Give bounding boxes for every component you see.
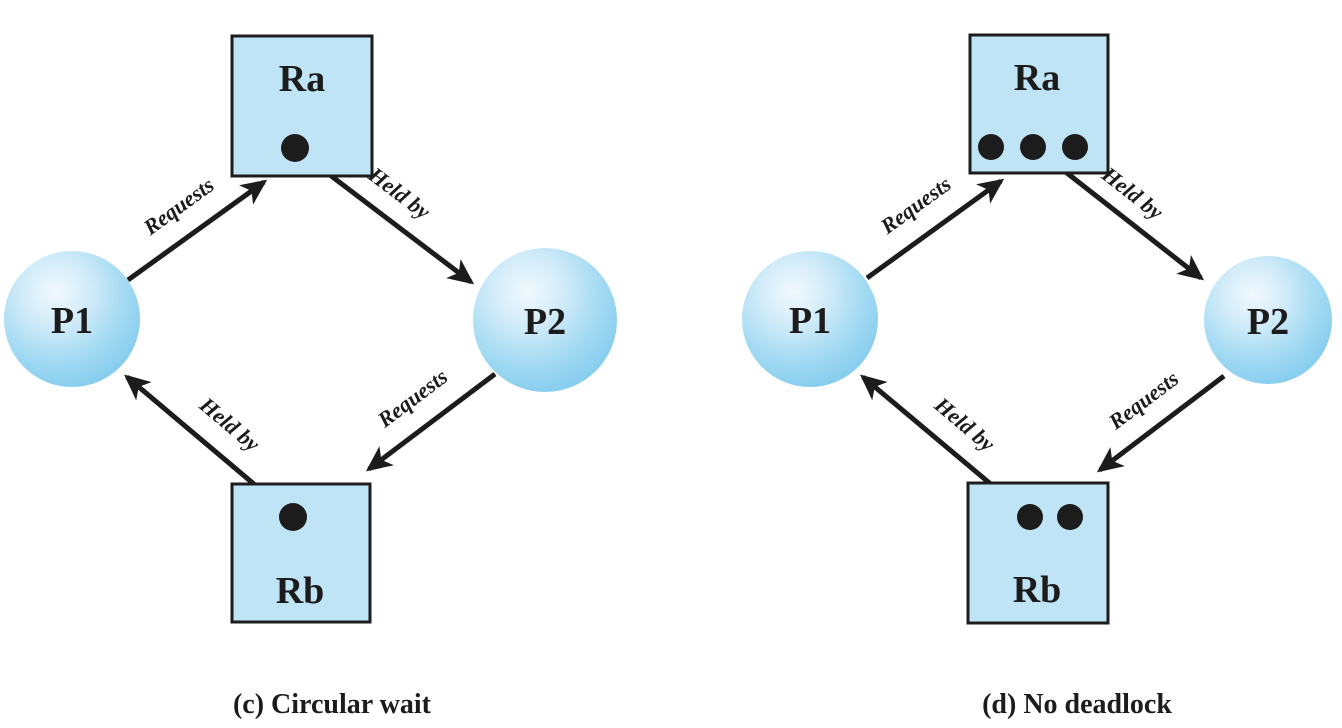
process-label-p2: P2 xyxy=(524,301,566,343)
process-node-p1 xyxy=(742,251,878,387)
process-label-p1: P1 xyxy=(789,300,831,342)
edge-p1-requests-ra xyxy=(865,178,1005,281)
panel-caption: (c) Circular wait xyxy=(233,689,432,720)
resource-instance-dot xyxy=(1057,504,1083,530)
resource-label-rb: Rb xyxy=(1013,569,1062,611)
resource-instance-dot xyxy=(281,134,309,162)
resource-instance-dot xyxy=(1020,134,1046,160)
edge-label-held-by: Held by xyxy=(194,391,265,456)
panel-circular-wait: Requests Held by Requests Held by Ra Rb … xyxy=(4,34,617,720)
panel-caption: (d) No deadlock xyxy=(982,689,1172,720)
panel-no-deadlock: Requests Held by Requests Held by Ra Rb … xyxy=(742,33,1332,720)
process-node-p1 xyxy=(4,251,140,387)
resource-instance-dot xyxy=(1017,504,1043,530)
edge-p1-requests-ra xyxy=(126,179,268,283)
edge-label-requests: Requests xyxy=(875,171,956,239)
process-label-p2: P2 xyxy=(1247,301,1289,343)
resource-label-ra: Ra xyxy=(1014,57,1060,99)
resource-label-ra: Ra xyxy=(279,58,325,100)
edge-label-requests: Requests xyxy=(138,172,219,240)
resource-instance-dot xyxy=(1062,134,1088,160)
edge-p2-requests-rb xyxy=(365,372,497,472)
process-node-p2 xyxy=(1204,256,1332,384)
resource-node-rb xyxy=(966,481,1110,625)
process-label-p1: P1 xyxy=(51,300,93,342)
edge-label-held-by: Held by xyxy=(363,161,435,224)
edge-p2-requests-rb xyxy=(1096,374,1226,473)
process-node-p2 xyxy=(473,248,617,392)
resource-instance-dot xyxy=(279,503,307,531)
resource-instance-dot xyxy=(978,134,1004,160)
resource-label-rb: Rb xyxy=(276,570,325,612)
edge-label-held-by: Held by xyxy=(929,391,1000,456)
edge-label-requests: Requests xyxy=(1103,366,1183,435)
edge-label-requests: Requests xyxy=(372,364,452,433)
